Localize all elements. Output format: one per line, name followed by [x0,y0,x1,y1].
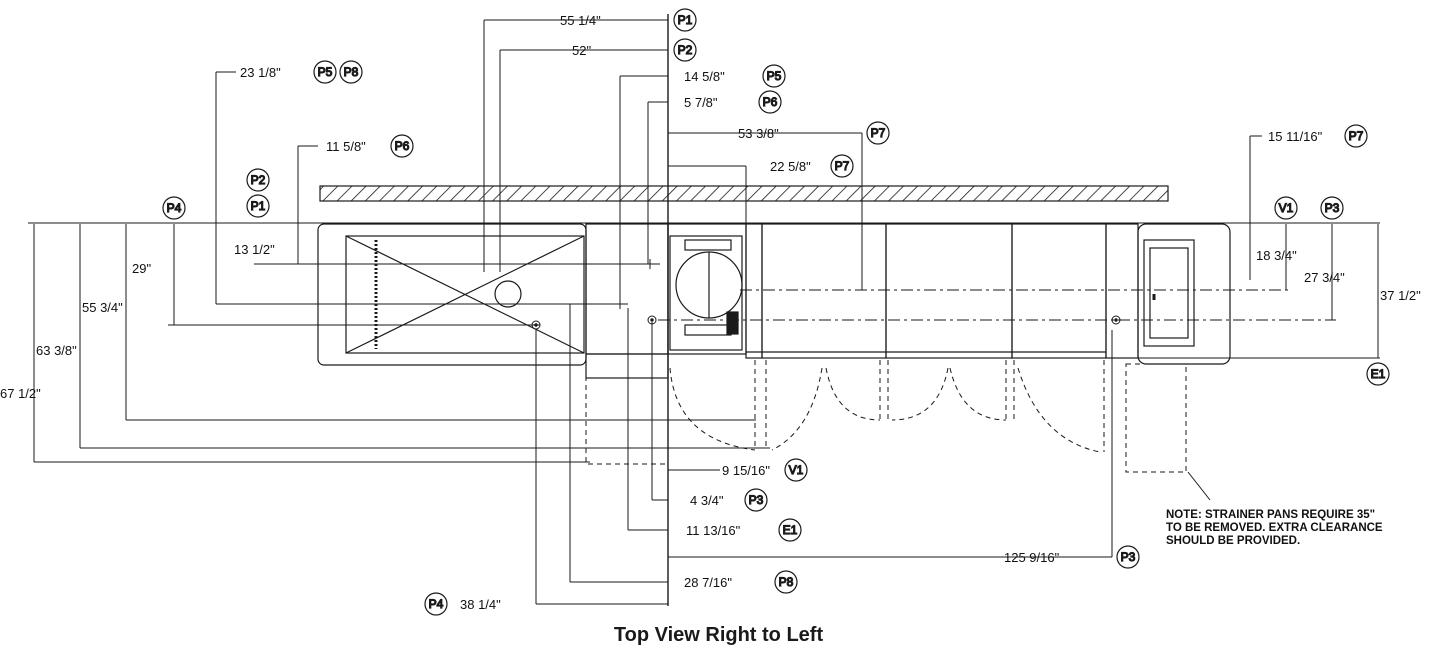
tag-p7-a: P7 [871,126,886,140]
tag-p8-a: P8 [344,65,359,79]
tag-p6-a: P6 [763,95,778,109]
dim-9-15-16: 9 15/16" [722,463,770,478]
tag-v1-right: V1 [1279,201,1294,215]
dim-11-5-8: 11 5/8" [326,139,366,154]
dim-11-13-16: 11 13/16" [686,523,741,538]
top-view-drawing: 55 1/4" 52" 23 1/8" 14 5/8" 5 7/8" 53 3/… [0,8,1421,616]
tag-p5-a: P5 [318,65,333,79]
dim-37-1-2: 37 1/2" [1380,288,1421,303]
note-line-1: NOTE: STRAINER PANS REQUIRE 35" [1166,509,1376,521]
figure-caption: Top View Right to Left [613,624,824,646]
equipment-outline [317,223,1231,379]
dim-27-3-4: 27 3/4" [1304,270,1345,285]
tag-p4-left: P4 [167,201,182,215]
note-line-3: SHOULD BE PROVIDED. [1166,535,1301,547]
dim-53-3-8: 53 3/8" [738,126,779,141]
tag-p3-right: P3 [1325,201,1340,215]
tag-p3-far: P3 [1121,550,1136,564]
tag-p1-left: P1 [251,199,266,213]
door-swings [585,360,1187,473]
callout-bubbles: P1 P2 P5 P8 P5 P6 P7 P6 P7 P7 P4 P2 P1 V… [162,8,1390,616]
tag-p8-bottom: P8 [779,575,794,589]
dim-15-11-16: 15 11/16" [1268,129,1323,144]
tag-p3-bottom: P3 [749,493,764,507]
dim-125-9-16: 125 9/16" [1004,550,1060,565]
dim-22-5-8: 22 5/8" [770,159,811,174]
dim-13-1-2: 13 1/2" [234,242,275,257]
dim-67-1-2: 67 1/2" [0,386,41,401]
dimension-labels: 55 1/4" 52" 23 1/8" 14 5/8" 5 7/8" 53 3/… [0,13,1421,612]
tag-p7-b: P7 [835,159,850,173]
dimension-lines [33,19,1380,605]
dim-18-3-4: 18 3/4" [1256,248,1297,263]
tag-e1-right: E1 [1371,367,1386,381]
dim-23-1-8: 23 1/8" [240,65,281,80]
tag-p5-b: P5 [767,69,782,83]
tag-p1-top: P1 [678,13,693,27]
tag-p7-c: P7 [1349,129,1364,143]
duct-collar-left [494,280,522,308]
dim-28-7-16: 28 7/16" [684,575,732,590]
dim-63-3-8: 63 3/8" [36,343,77,358]
note-line-2: TO BE REMOVED. EXTRA CLEARANCE [1166,522,1383,534]
connection-markers [531,259,1121,330]
tag-e1-bottom: E1 [783,523,798,537]
dim-55-1-4: 55 1/4" [560,13,601,28]
dim-55-3-4: 55 3/4" [82,300,123,315]
tag-p2-left: P2 [251,173,266,187]
dim-29: 29" [132,261,151,276]
note-leader [1187,471,1211,501]
tag-p2-top: P2 [678,43,693,57]
tag-p4-bottom: P4 [429,597,444,611]
tag-v1-bottom: V1 [789,463,804,477]
dim-4-3-4: 4 3/4" [690,493,724,508]
strainer-note: NOTE: STRAINER PANS REQUIRE 35" TO BE RE… [1166,509,1426,548]
dim-38-1-4: 38 1/4" [460,597,501,612]
tag-p6-b: P6 [395,139,410,153]
dim-52: 52" [572,43,591,58]
wall-hatch [319,185,1169,202]
dim-5-7-8: 5 7/8" [684,95,718,110]
dim-14-5-8: 14 5/8" [684,69,725,84]
